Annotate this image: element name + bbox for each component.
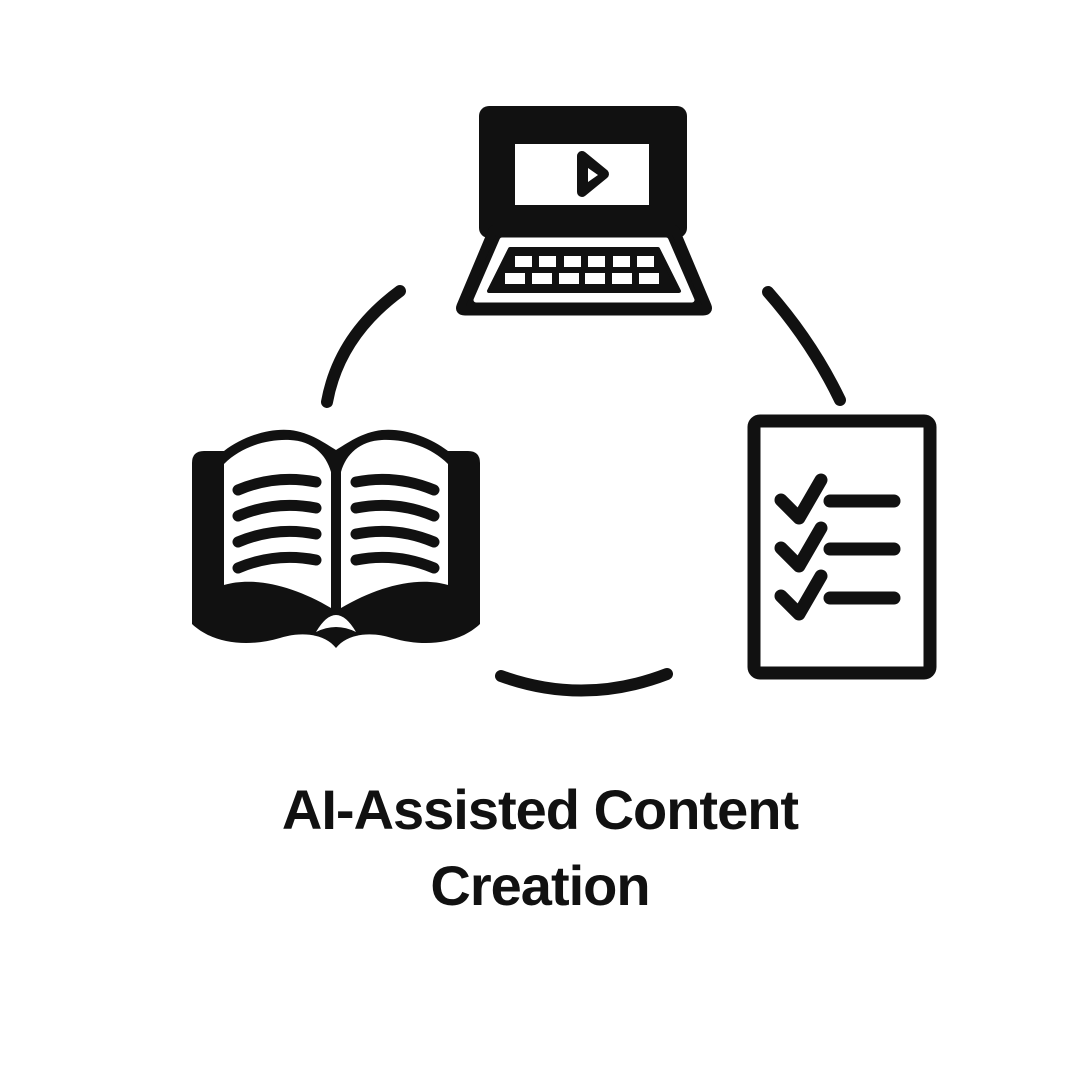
checkmark-icon [774,521,828,573]
open-book-icon [190,424,482,652]
arc-upper-right [762,286,846,406]
checkmark-icon [774,569,828,621]
laptop-video-icon [453,106,715,316]
title-line-2: Creation [430,854,650,917]
checklist-icon [746,414,938,680]
checklist-paper [747,414,937,680]
arc-bottom [495,668,673,697]
laptop-keyboard [487,247,681,293]
checkmark-icon [774,473,828,525]
book-text-lines [232,473,440,574]
play-icon-inner [588,168,598,182]
title-line-1: AI-Assisted Content [281,778,799,841]
laptop-keys [505,256,659,284]
arc-upper-left [321,285,406,408]
diagram-title: AI-Assisted Content Creation [0,772,1080,924]
